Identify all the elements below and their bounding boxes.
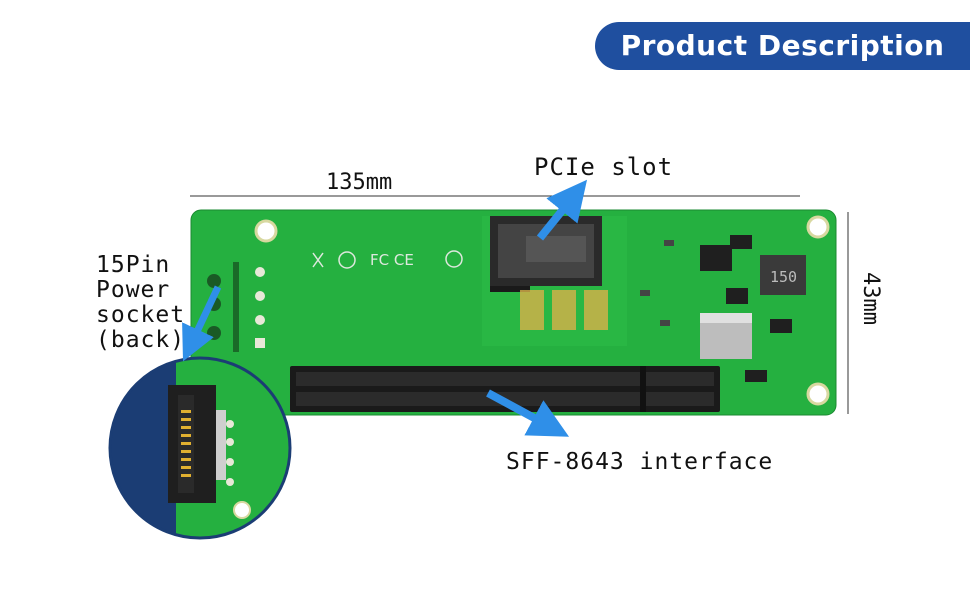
power-socket-label: 15Pin Power socket (back) <box>96 253 185 353</box>
inductor <box>760 255 806 295</box>
power-label-line: (back) <box>96 327 186 353</box>
power-label-line: 15Pin <box>96 252 171 278</box>
sff-arrow <box>486 389 570 437</box>
banner-title: Product Description <box>620 29 945 62</box>
height-label: 43mm <box>858 272 883 325</box>
pcie-arrow <box>536 179 588 241</box>
sff-interface-label: SFF-8643 interface <box>506 449 774 475</box>
pcb-board: FC CE 150 <box>190 209 837 416</box>
power-label-line: Power <box>96 277 171 303</box>
width-label: 135mm <box>326 170 393 195</box>
product-description-banner: Product Description <box>595 22 970 70</box>
power-label-line: socket <box>96 302 186 328</box>
pcie-slot-label: PCIe slot <box>534 153 674 181</box>
svg-text:FC CE: FC CE <box>370 251 414 269</box>
power-arrow <box>182 285 222 362</box>
pcie-slot-connector <box>490 216 602 292</box>
inductor-marking: 150 <box>770 268 797 286</box>
